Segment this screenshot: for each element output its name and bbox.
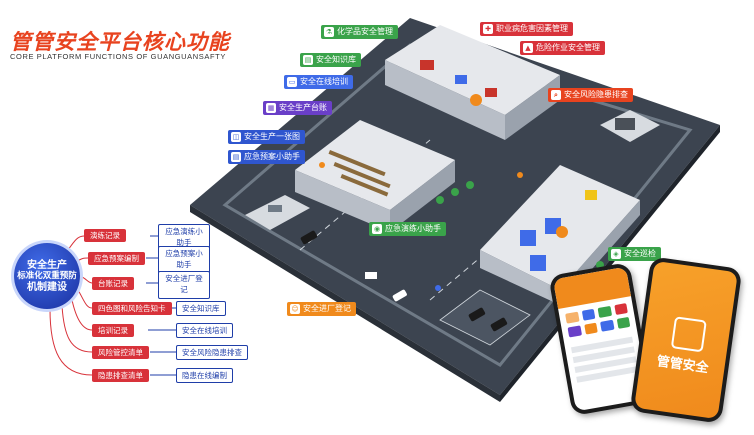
patrol-icon: ◈	[611, 249, 621, 259]
node-knowledge-base[interactable]: 安全知识库	[176, 301, 226, 316]
warning-icon: ▲	[523, 43, 533, 53]
tag-occupational[interactable]: ✚ 职业病危害因素管理	[480, 22, 573, 36]
tag-risk-check[interactable]: ⌕ 安全风险隐患排查	[548, 88, 633, 102]
phone-front-screen: 管管安全	[634, 260, 738, 420]
tag-one-map[interactable]: ◫ 安全生产一张图	[228, 130, 305, 144]
monitor-icon: ▭	[287, 77, 297, 87]
node-four-color-map[interactable]: 四色图和风险告知卡	[92, 302, 172, 315]
ledger-icon: ▦	[266, 103, 276, 113]
tag-ledger[interactable]: ▦ 安全生产台账	[263, 101, 332, 115]
book-icon: ▤	[303, 55, 313, 65]
drill-icon: ◉	[372, 224, 382, 234]
node-training-record[interactable]: 培训记录	[92, 324, 134, 337]
page-title: 管管安全平台核心功能	[10, 30, 230, 54]
flask-icon: ⚗	[324, 27, 334, 37]
tag-training[interactable]: ▭ 安全在线培训	[284, 75, 353, 89]
node-risk-check[interactable]: 安全风险隐患排查	[176, 345, 248, 360]
tag-drill[interactable]: ◉ 应急演练小助手	[369, 222, 446, 236]
tag-visitor[interactable]: ☺ 安全进厂登记	[287, 302, 356, 316]
visitor-icon: ☺	[290, 304, 300, 314]
tag-emergency-plan[interactable]: ▤ 应急预案小助手	[228, 150, 305, 164]
search-icon: ⌕	[551, 90, 561, 100]
node-hazard-list[interactable]: 隐患排查清单	[92, 369, 149, 382]
node-ledger-record[interactable]: 台账记录	[92, 277, 134, 290]
tag-knowledge[interactable]: ▤ 安全知识库	[300, 53, 361, 67]
medical-cross-icon: ✚	[483, 24, 493, 34]
app-logo-icon	[670, 316, 707, 353]
phone-brand: 管管安全	[655, 354, 710, 377]
node-hazard-compile[interactable]: 隐患在线编制	[176, 368, 233, 383]
node-online-training[interactable]: 安全在线培训	[176, 323, 233, 338]
node-plan-compile[interactable]: 应急预案编制	[88, 252, 145, 265]
tag-chemicals[interactable]: ⚗ 化学品安全管理	[321, 25, 398, 39]
page-subtitle: CORE PLATFORM FUNCTIONS OF GUANGUANSAFTY	[10, 52, 226, 61]
mindmap-hub: 安全生产 标准化双重预防 机制建设	[14, 243, 80, 309]
tag-patrol[interactable]: ◈ 安全巡检	[608, 247, 661, 261]
document-icon: ▤	[231, 152, 241, 162]
platform-side-right	[500, 125, 720, 402]
node-drill-record[interactable]: 演练记录	[84, 229, 126, 242]
node-plan-assistant[interactable]: 应急预案小助手	[158, 246, 210, 274]
tag-dangerous-work[interactable]: ▲ 危险作业安全管理	[520, 41, 605, 55]
node-risk-list[interactable]: 风险管控清单	[92, 346, 149, 359]
node-visitor-register[interactable]: 安全进厂登记	[158, 271, 210, 299]
map-icon: ◫	[231, 132, 241, 142]
